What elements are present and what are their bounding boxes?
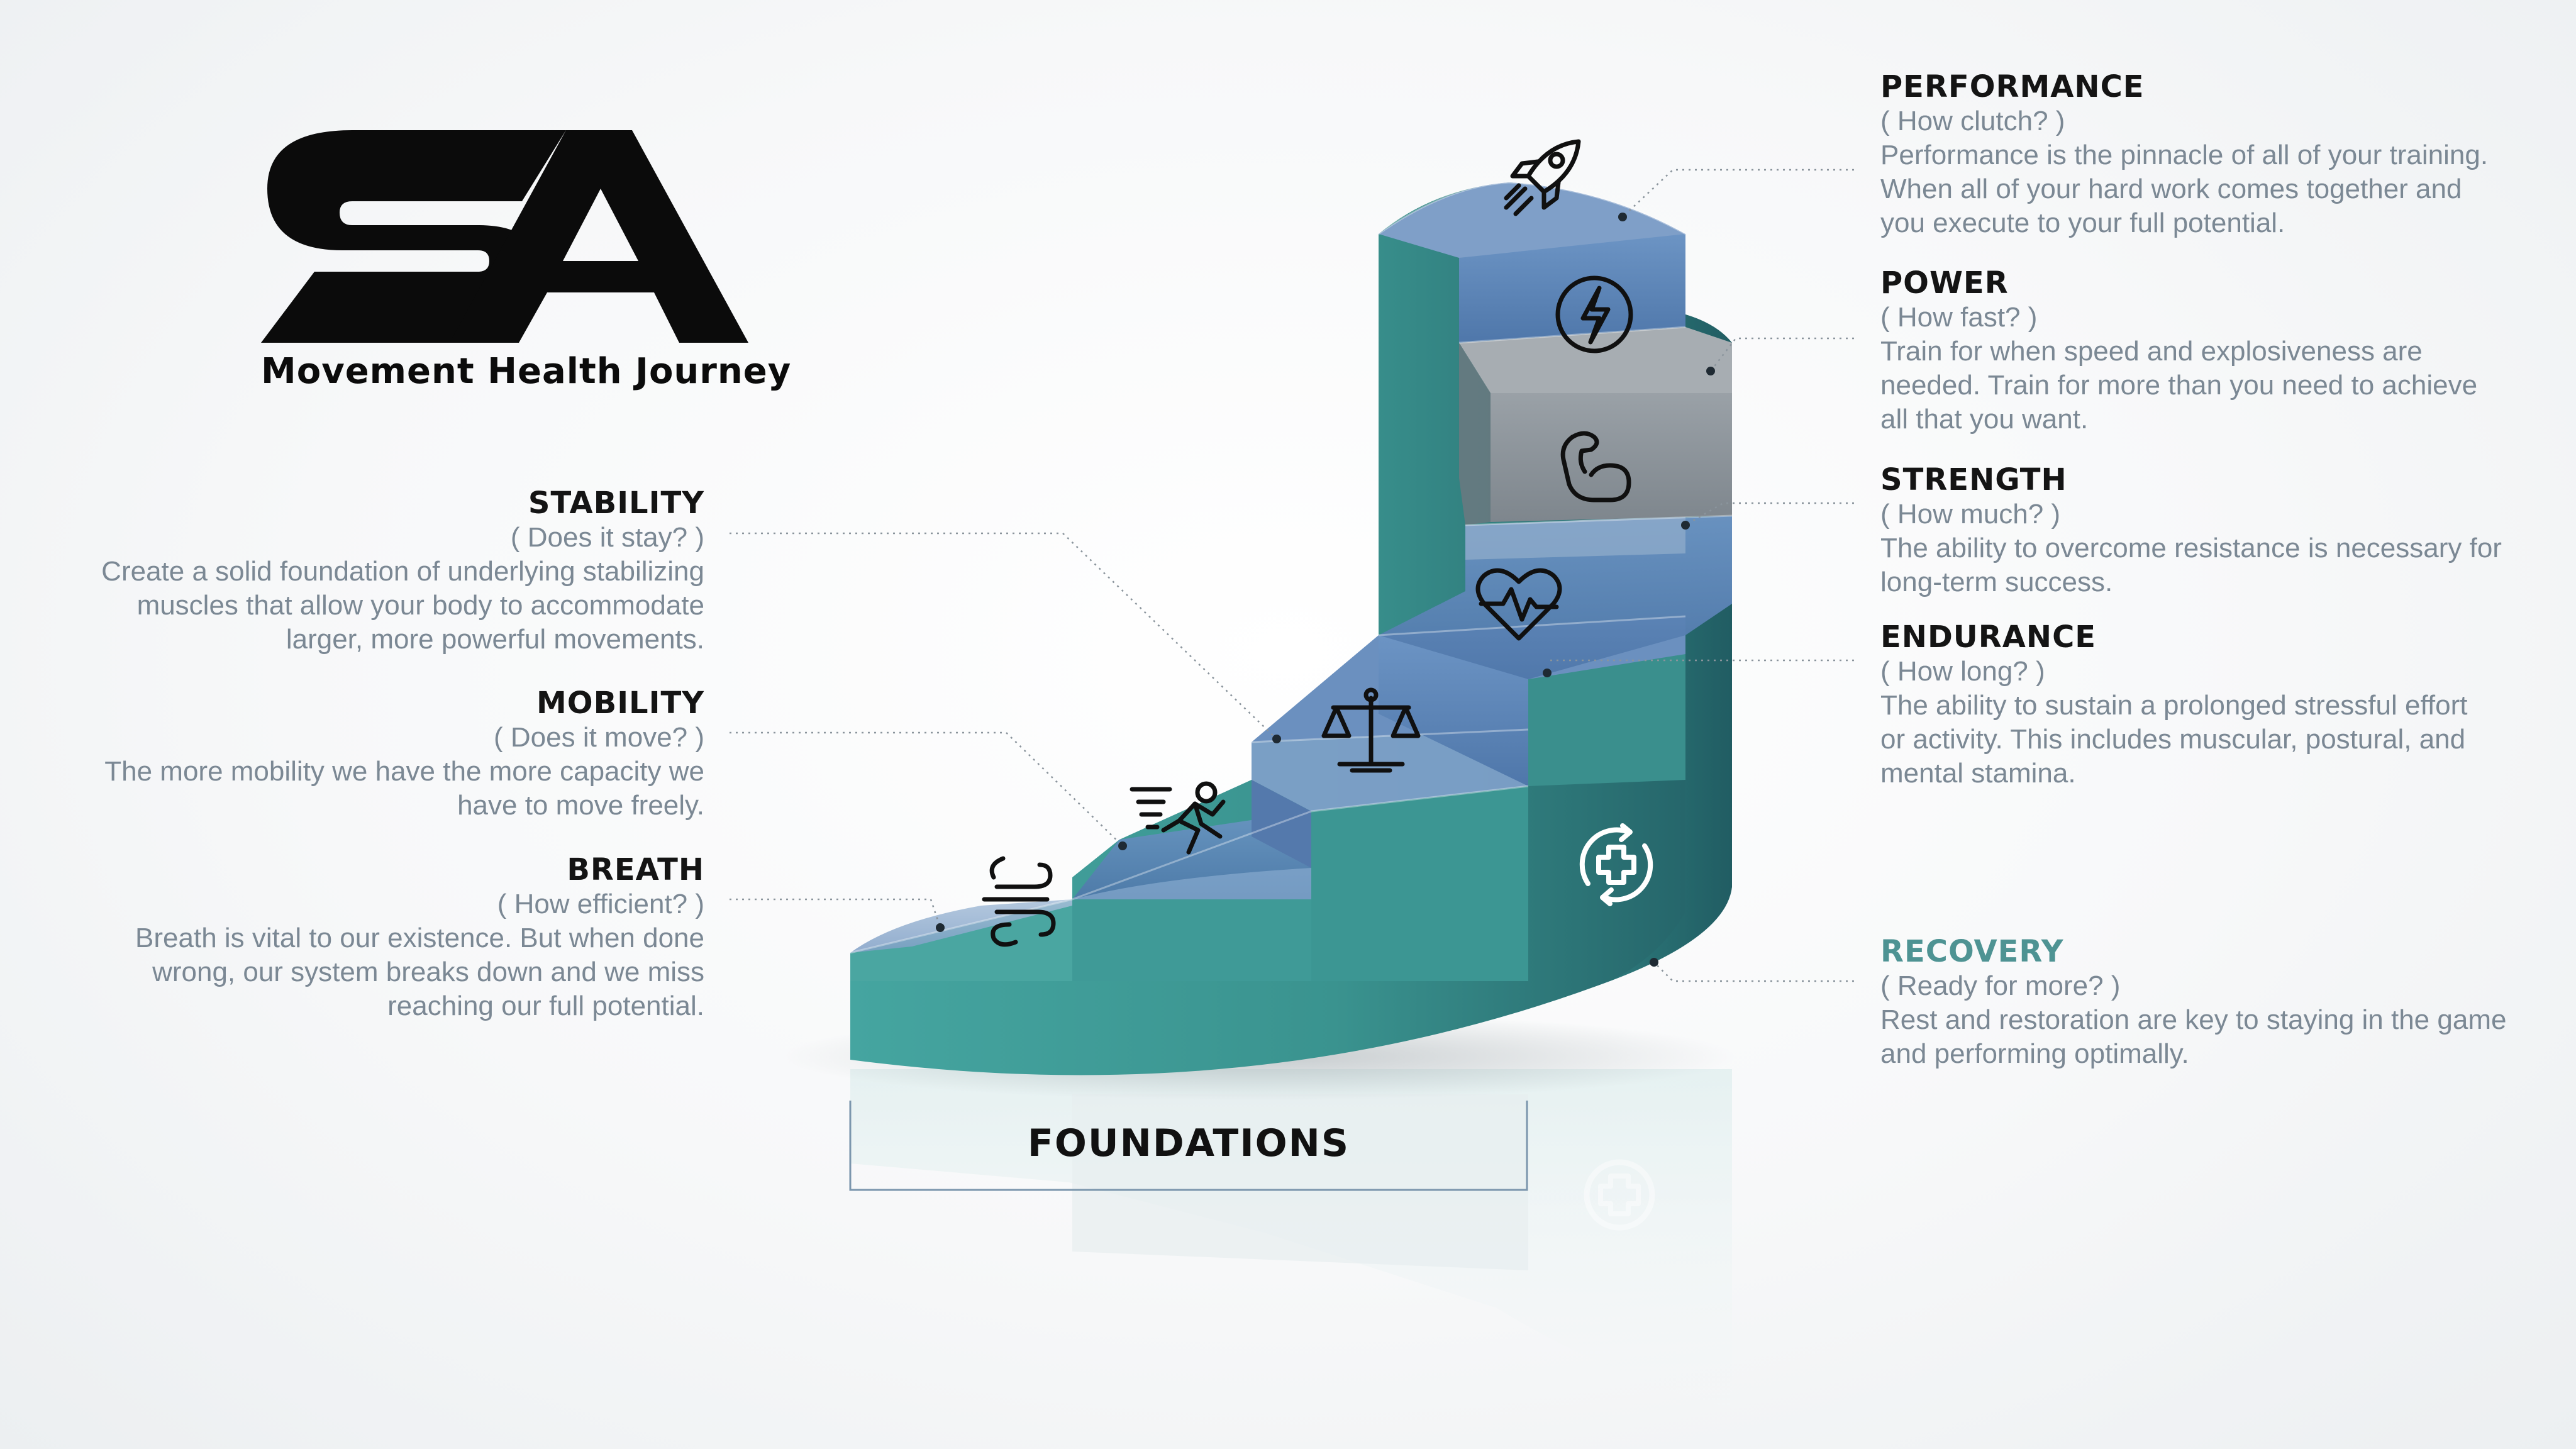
foundations-label: FOUNDATIONS [1027, 1121, 1350, 1165]
running-person-icon [1130, 781, 1226, 855]
power-question: ( How fast? ) [1880, 302, 2038, 333]
mobility-title: MOBILITY [536, 686, 704, 721]
mobility-desc-line-1: The more mobility we have the more capac… [104, 756, 704, 787]
endurance-desc-line-1: The ability to sustain a prolonged stres… [1880, 690, 2468, 721]
strength-desc-line-1: The ability to overcome resistance is ne… [1880, 533, 2502, 564]
performance-question: ( How clutch? ) [1880, 106, 2065, 136]
recovery-desc-line-1: Rest and restoration are key to staying … [1880, 1004, 2507, 1035]
performance-label: PERFORMANCE ( How clutch? ) Performance … [1880, 69, 2509, 240]
performance-title: PERFORMANCE [1880, 69, 2145, 104]
logo-subtitle: Movement Health Journey [261, 351, 792, 392]
recovery-label: RECOVERY ( Ready for more? ) Rest and re… [1880, 934, 2509, 1071]
recovery-cross-icon-reflection [1584, 1159, 1655, 1231]
lightning-bolt-icon [1555, 275, 1633, 353]
power-desc-line-2: needed. Train for more than you need to … [1880, 370, 2478, 401]
performance-desc-line-3: you execute to your full potential. [1880, 208, 2285, 238]
breath-label: BREATH ( How efficient? ) Breath is vita… [38, 852, 704, 1023]
power-desc-line-3: all that you want. [1880, 404, 2089, 435]
recovery-question: ( Ready for more? ) [1880, 970, 2121, 1001]
breath-desc-line-3: reaching our full potential. [387, 991, 704, 1021]
mobility-label: MOBILITY ( Does it move? ) The more mobi… [38, 686, 704, 823]
breath-desc-line-2: wrong, our system breaks down and we mis… [152, 957, 704, 987]
rocket-icon [1504, 139, 1581, 216]
endurance-question: ( How long? ) [1880, 656, 2045, 687]
stability-desc-line-1: Create a solid foundation of underlying … [101, 556, 704, 587]
endurance-label: ENDURANCE ( How long? ) The ability to s… [1880, 619, 2509, 791]
leader-lines [730, 169, 1854, 982]
strength-title: STRENGTH [1880, 462, 2067, 497]
endurance-title: ENDURANCE [1880, 619, 2097, 655]
breath-desc-line-1: Breath is vital to our existence. But wh… [135, 923, 704, 953]
performance-desc-line-2: When all of your hard work comes togethe… [1880, 174, 2462, 204]
stability-desc-line-2: muscles that allow your body to accommod… [136, 590, 704, 621]
staircase-reflection [850, 1069, 1732, 1409]
power-label: POWER ( How fast? ) Train for when speed… [1880, 265, 2509, 436]
stability-label: STABILITY ( Does it stay? ) Create a sol… [38, 486, 704, 657]
recovery-title: RECOVERY [1880, 934, 2064, 969]
balance-scale-icon [1321, 687, 1421, 773]
power-desc-line-1: Train for when speed and explosiveness a… [1880, 336, 2423, 367]
stability-title: STABILITY [528, 486, 704, 521]
recovery-cross-icon [1579, 823, 1653, 906]
performance-desc-line-1: Performance is the pinnacle of all of yo… [1880, 140, 2489, 170]
endurance-desc-line-2: or activity. This includes muscular, pos… [1880, 724, 2466, 755]
mobility-question: ( Does it move? ) [494, 722, 704, 753]
recovery-desc-line-2: and performing optimally. [1880, 1038, 2189, 1069]
wind-icon [982, 856, 1056, 947]
strength-desc-line-2: long-term success. [1880, 567, 2113, 597]
stability-question: ( Does it stay? ) [510, 522, 704, 553]
power-title: POWER [1880, 265, 2009, 301]
strength-question: ( How much? ) [1880, 499, 2061, 530]
sa-logo-mark [261, 130, 748, 343]
stability-desc-line-3: larger, more powerful movements. [286, 624, 704, 655]
heartbeat-icon [1475, 568, 1562, 641]
foundations-bracket [849, 1101, 1528, 1191]
endurance-desc-line-3: mental stamina. [1880, 758, 2076, 789]
flexed-arm-icon [1560, 431, 1631, 502]
strength-label: STRENGTH ( How much? ) The ability to ov… [1880, 462, 2509, 599]
mobility-desc-line-2: have to move freely. [457, 790, 704, 821]
breath-question: ( How efficient? ) [497, 889, 704, 919]
breath-title: BREATH [567, 852, 704, 887]
